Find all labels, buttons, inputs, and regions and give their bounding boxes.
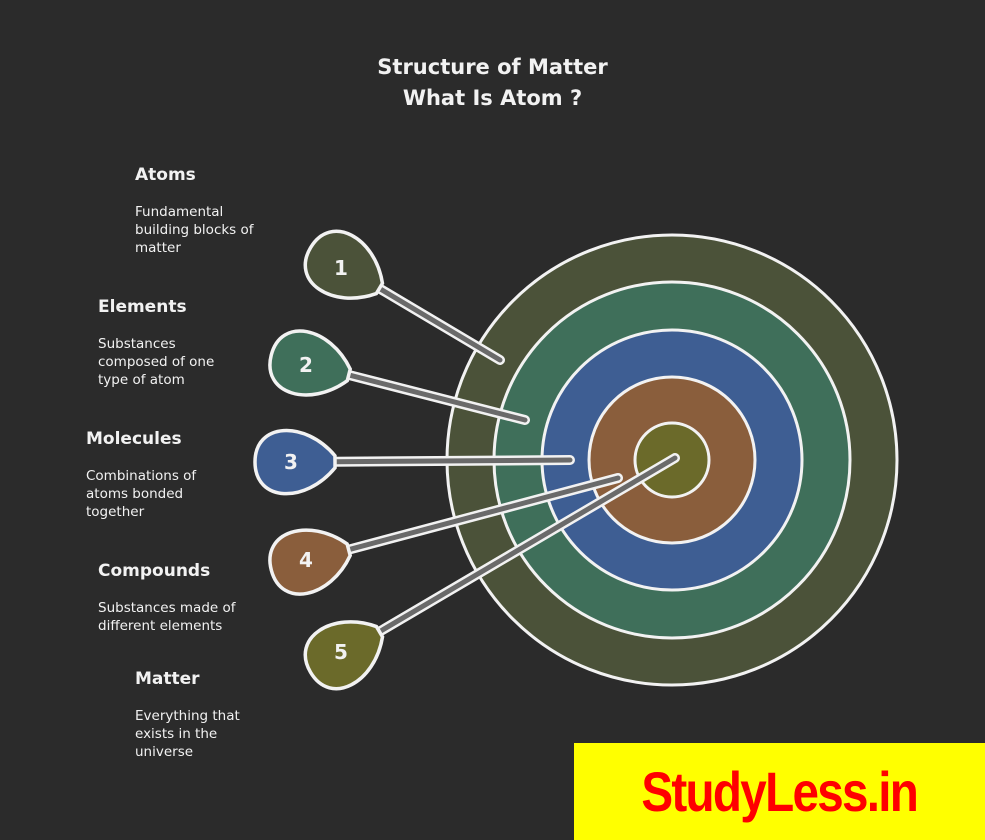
dart-5: 5 [303,453,680,691]
dart-shaft [346,475,621,553]
dart-head [268,329,353,397]
item-matter: Matter Everything that exists in the uni… [135,669,260,761]
dart-number: 1 [334,256,348,280]
dart-head [303,620,385,691]
dart-head [253,428,337,496]
title-line-1: Structure of Matter [377,55,608,79]
darts: 1 2 3 4 5 [253,229,680,691]
item-description: Substances made of different elements [98,600,236,634]
dart-number: 3 [284,450,298,474]
item-molecules: Molecules Combinations of atoms bonded t… [86,429,211,521]
dart-1: 1 [303,229,505,365]
item-elements: Elements Substances composed of one type… [98,297,233,389]
brand-text: StudyLess.in [641,760,920,823]
dart-number: 4 [299,548,313,572]
title-line-2: What Is Atom ? [402,86,583,110]
dart-3: 3 [253,428,575,496]
dart-shaft [332,457,573,465]
diagram-title: Structure of Matter What Is Atom ? [0,52,985,114]
item-description: Everything that exists in the universe [135,708,240,760]
item-atoms: Atoms Fundamental building blocks of mat… [135,165,275,257]
dart-shaft [376,455,678,635]
item-description: Combinations of atoms bonded together [86,468,197,520]
item-description: Substances composed of one type of atom [98,336,215,388]
item-heading: Compounds [98,561,211,581]
item-heading: Atoms [135,165,196,185]
item-heading: Matter [135,669,200,689]
item-compounds: Compounds Substances made of different e… [98,561,253,635]
item-heading: Elements [98,297,187,317]
dart-head [268,528,353,596]
dart-2: 2 [268,329,530,425]
dart-shaft [346,372,528,423]
dart-number: 2 [299,353,313,377]
dart-shaft [376,285,503,363]
dart-head [303,229,385,300]
brand-banner: StudyLess.in [574,743,985,840]
item-description: Fundamental building blocks of matter [135,204,254,256]
dart-number: 5 [334,640,348,664]
item-heading: Molecules [86,429,182,449]
dart-4: 4 [268,473,623,596]
